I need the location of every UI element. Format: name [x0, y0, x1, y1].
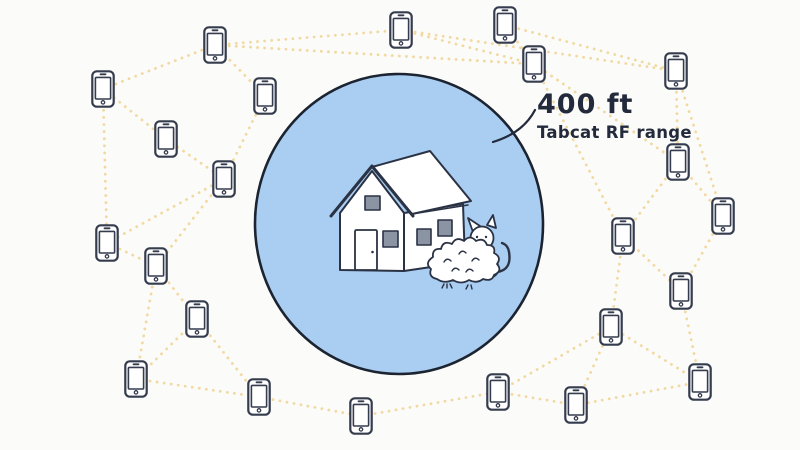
phone-icon [666, 143, 690, 181]
phone-icon [212, 160, 236, 198]
bush-illustration [427, 236, 501, 290]
phone-icon [669, 272, 693, 310]
mesh-link-line [164, 137, 226, 181]
house-side-window-2 [437, 219, 453, 237]
mesh-link-line [134, 377, 261, 399]
range-distance-text: 400 ft [537, 89, 634, 120]
mesh-link-line [213, 28, 403, 47]
cat-tail [495, 241, 511, 274]
phone-icon [91, 70, 115, 108]
range-caption-text: Tabcat RF range [537, 122, 692, 142]
phone-icon [522, 45, 546, 83]
house-door [354, 229, 378, 271]
mesh-link-line [532, 62, 680, 164]
house-front-window [382, 230, 399, 248]
cat-ear-right [486, 214, 497, 229]
phone-icon [664, 52, 688, 90]
label-leader-line [491, 108, 537, 144]
phone-icon [203, 26, 227, 64]
mesh-link-line [101, 43, 217, 91]
cat-eye-right [484, 235, 488, 239]
phone-icon [144, 247, 168, 285]
mesh-link-line [213, 43, 267, 98]
mesh-link-line [503, 23, 678, 73]
phone-icon [124, 360, 148, 398]
phone-icon [711, 197, 735, 235]
mesh-link-line [676, 160, 725, 218]
mesh-link-line [609, 325, 702, 384]
phone-icon [185, 300, 209, 338]
phone-icon [611, 217, 635, 255]
house-eave-line [411, 204, 469, 215]
house-door-knob [371, 250, 374, 254]
mesh-link-line [257, 395, 363, 418]
phone-icon [247, 378, 271, 416]
mesh-link-line [105, 177, 226, 245]
mesh-link-line [399, 28, 536, 66]
phone-icon [486, 373, 510, 411]
phone-icon [253, 77, 277, 115]
mesh-link-line [213, 43, 536, 66]
phone-icon [688, 363, 712, 401]
mesh-link-line [134, 264, 158, 381]
house-side-window-1 [416, 228, 432, 246]
phone-icon [349, 397, 373, 435]
mesh-link-line [574, 380, 702, 407]
range-label: 400 ft Tabcat RF range [537, 90, 692, 142]
cat-eye-left [475, 235, 479, 239]
phone-icon [389, 11, 413, 49]
mesh-link-line [101, 87, 109, 245]
house-gable-overhang [329, 164, 415, 218]
bush-grass-tufts [441, 283, 473, 290]
mesh-link-line [195, 317, 261, 399]
phone-icon [564, 386, 588, 424]
phone-icon [599, 308, 623, 346]
mesh-link-line [674, 69, 725, 218]
mesh-link-line [359, 390, 500, 418]
house-gable-window [364, 195, 381, 211]
phone-icon [95, 224, 119, 262]
phone-icon [154, 120, 178, 158]
mesh-link-line [496, 390, 578, 407]
mesh-link-line [105, 241, 158, 268]
mesh-link-line [496, 325, 613, 394]
house-illustration [329, 150, 472, 272]
bush-inner-squiggles [443, 250, 480, 273]
phone-icon [493, 6, 517, 44]
bush-outline [427, 236, 501, 284]
